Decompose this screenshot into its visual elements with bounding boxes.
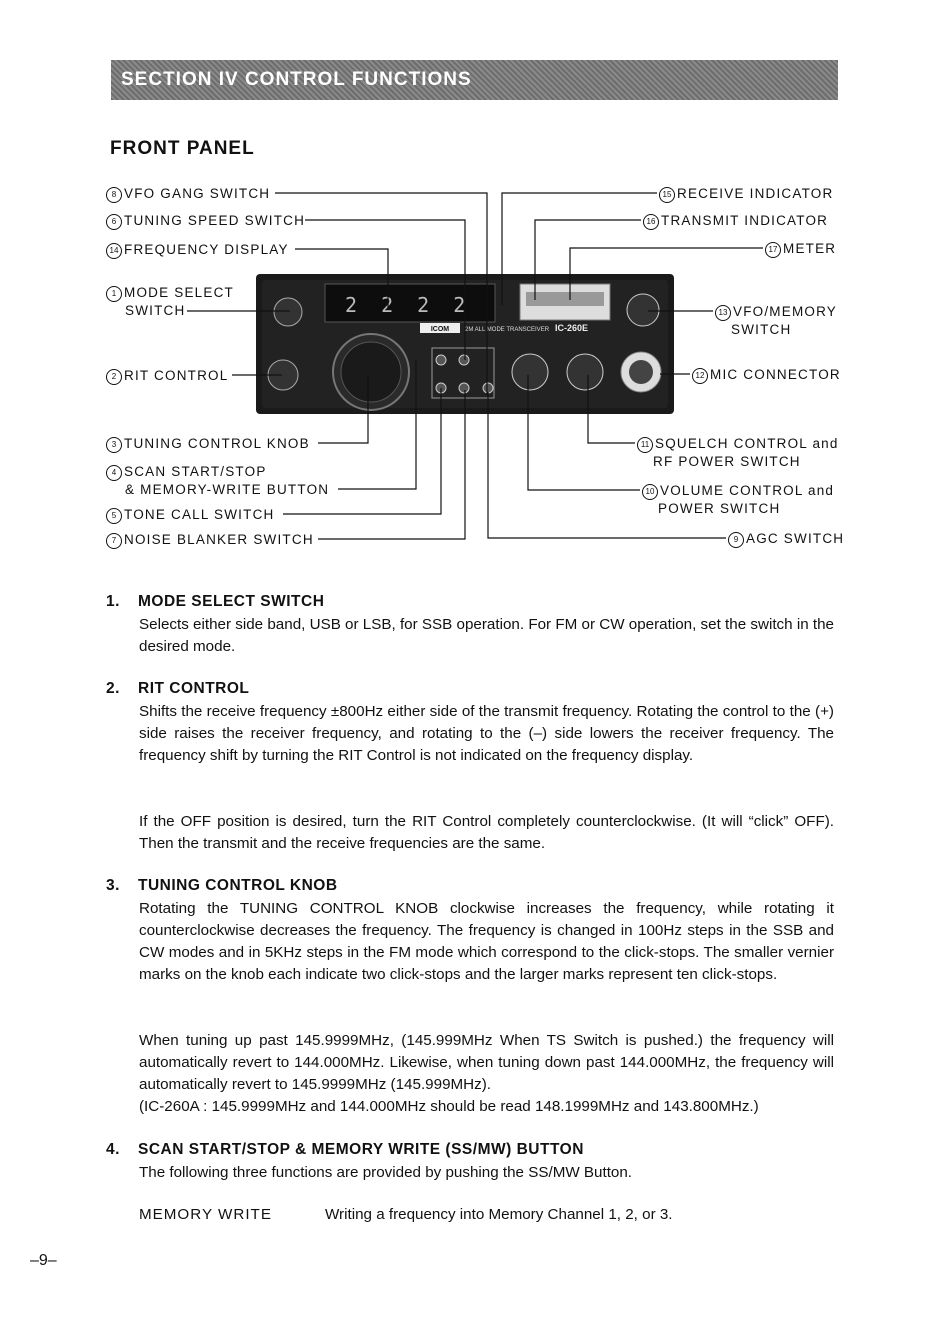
squelch-knob-graphic xyxy=(566,353,604,391)
section-2-heading: 2.RIT CONTROL xyxy=(106,680,250,697)
memory-write-key: MEMORY WRITE xyxy=(139,1206,272,1223)
section-2-paragraph-2: If the OFF position is desired, turn the… xyxy=(139,813,834,852)
section-2-paragraph-1: Shifts the receive frequency ±800Hz eith… xyxy=(139,703,834,764)
section-1-paragraph: Selects either side band, USB or LSB, fo… xyxy=(139,616,834,655)
section-3-paragraph-3: (IC-260A : 145.9999MHz and 144.000MHz sh… xyxy=(139,1098,759,1115)
section-3-heading: 3.TUNING CONTROL KNOB xyxy=(106,877,338,894)
model-line: 2M ALL MODE TRANSCEIVER xyxy=(465,327,550,333)
section-4-heading: 4.SCAN START/STOP & MEMORY WRITE (SS/MW)… xyxy=(106,1141,584,1158)
front-panel-diagram: 2 2 2 2 ICOM 2M ALL MODE TRANSCEIVER IC-… xyxy=(187,192,763,540)
memory-write-desc: Writing a frequency into Memory Channel … xyxy=(325,1206,673,1223)
volume-knob-graphic xyxy=(511,353,549,391)
section-3-paragraph-1: Rotating the TUNING CONTROL KNOB clockwi… xyxy=(139,900,834,983)
svg-text:ICOM: ICOM xyxy=(431,326,449,333)
icom-logo xyxy=(420,323,460,333)
vfo-knob-graphic xyxy=(626,293,660,327)
front-panel-heading: FRONT PANEL xyxy=(110,138,255,159)
section-4-paragraph: The following three functions are provid… xyxy=(139,1164,633,1181)
svg-text:2 2 2 2: 2 2 2 2 xyxy=(345,293,471,317)
section-title: SECTION IV CONTROL FUNCTIONS xyxy=(121,69,472,90)
leader-lines-left xyxy=(187,192,488,540)
memory-write-row: MEMORY WRITE Writing a frequency into Mem… xyxy=(139,1206,673,1223)
section-1-heading: 1.MODE SELECT SWITCH xyxy=(106,593,325,610)
model-label: IC-260E xyxy=(555,323,588,333)
mode-knob-graphic xyxy=(273,297,303,327)
section-3-paragraph-2: When tuning up past 145.9999MHz, (145.99… xyxy=(139,1032,834,1093)
frequency-display-window xyxy=(324,283,496,323)
leader-lines-right xyxy=(487,192,763,539)
section-title-banner: SECTION IV CONTROL FUNCTIONS xyxy=(111,60,838,100)
page-number: –9– xyxy=(30,1252,57,1269)
